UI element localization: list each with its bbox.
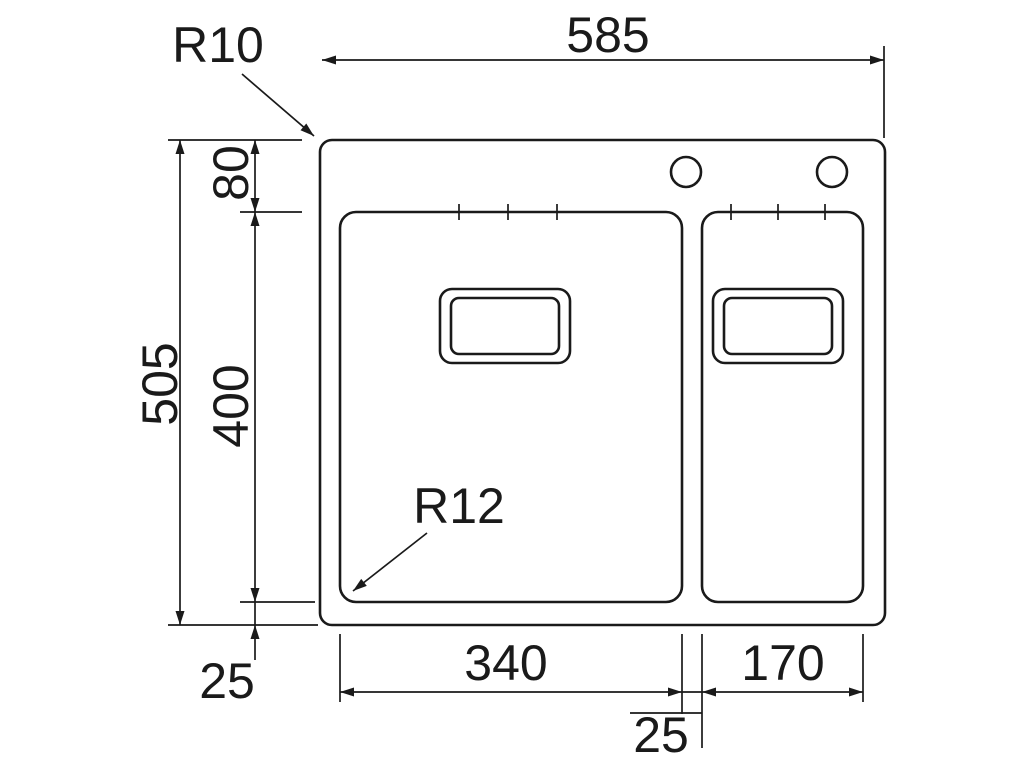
arrowhead — [849, 687, 863, 697]
arrowhead — [250, 625, 260, 639]
dim-label-second-bowl-width: 170 — [741, 635, 824, 691]
arrowhead — [353, 578, 367, 591]
dim-label-bowl-gap: 25 — [633, 707, 689, 763]
arrowhead — [340, 687, 354, 697]
arrowhead — [175, 611, 185, 625]
dim-label-overall-height: 505 — [132, 342, 188, 425]
radius-label-outer: R10 — [172, 17, 264, 73]
leader-line — [241, 73, 315, 137]
note-bowl-corner-radius: R12 — [352, 478, 505, 592]
main-drain-inner — [449, 296, 561, 356]
arrowhead — [250, 588, 260, 602]
faucet-hole-right — [815, 155, 849, 189]
dim-label-bowl-depth: 400 — [203, 364, 259, 447]
dim-overall-width: 585 — [322, 7, 885, 138]
bowl-edge-tick-marks — [458, 204, 826, 220]
arrowhead — [702, 687, 716, 697]
dim-label-top-rim: 80 — [203, 145, 259, 201]
secondary-drain-inner — [722, 296, 834, 356]
arrowhead — [250, 140, 260, 154]
main-bowl — [338, 210, 684, 604]
sink-outline — [318, 138, 887, 627]
secondary-bowl — [700, 210, 865, 604]
dim-label-main-bowl-width: 340 — [464, 635, 547, 691]
radius-label-bowl: R12 — [413, 478, 505, 534]
leader-line — [352, 532, 428, 592]
arrowhead — [668, 687, 682, 697]
arrowhead — [322, 55, 336, 65]
arrowhead — [870, 55, 884, 65]
main-drain-outer — [438, 287, 572, 365]
dim-bottom-rim: 25 — [199, 602, 260, 709]
arrowhead — [250, 198, 260, 212]
faucet-hole-left — [669, 155, 703, 189]
dim-label-overall-width: 585 — [566, 7, 649, 63]
dim-overall-height: 505 — [132, 139, 318, 626]
note-outer-corner-radius: R10 — [172, 17, 315, 137]
dim-bowl-depth: 400 — [203, 212, 315, 603]
secondary-drain-outer — [711, 287, 845, 365]
dim-second-bowl-width: 170 — [702, 634, 864, 702]
dim-main-bowl-width: 340 — [339, 634, 683, 714]
arrowhead — [250, 212, 260, 226]
dim-bowl-gap: 25 — [630, 634, 703, 763]
arrowhead — [175, 140, 185, 154]
sink-body — [318, 138, 887, 627]
dim-label-bottom-rim: 25 — [199, 653, 255, 709]
dim-top-rim: 80 — [203, 140, 302, 213]
arrowhead — [300, 123, 314, 136]
